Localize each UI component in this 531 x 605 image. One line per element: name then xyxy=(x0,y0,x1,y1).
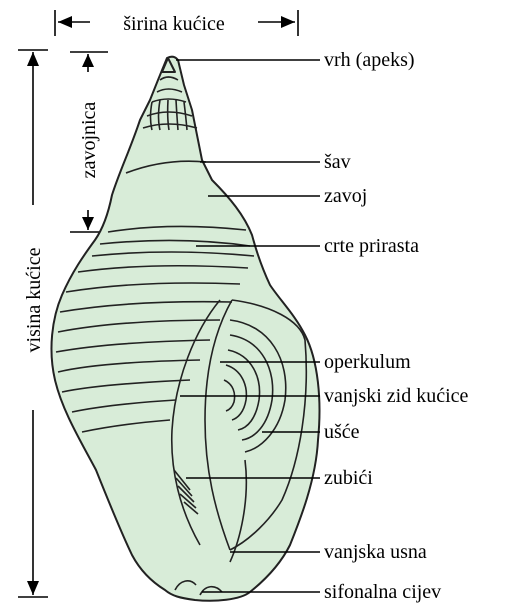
label-growth-lines: crte prirasta xyxy=(324,235,419,257)
label-suture: šav xyxy=(324,151,351,173)
width-dimension: širina kućice xyxy=(55,10,298,36)
label-outer-wall: vanjski zid kućice xyxy=(324,385,469,407)
width-label: širina kućice xyxy=(123,13,225,35)
label-siphonal-canal: sifonalna cijev xyxy=(324,581,441,603)
whorl-dimension: zavojnica xyxy=(70,52,108,232)
label-teeth: zubići xyxy=(324,467,373,489)
height-dimension: visina kućice xyxy=(18,50,48,597)
label-aperture: ušće xyxy=(324,421,360,443)
label-outer-lip: vanjska usna xyxy=(324,541,427,563)
labels: vrh (apeks) šav zavoj crte prirasta oper… xyxy=(324,49,469,603)
height-label: visina kućice xyxy=(23,247,45,352)
label-whorl: zavoj xyxy=(324,185,367,207)
label-apex: vrh (apeks) xyxy=(324,49,415,71)
whorl-label: zavojnica xyxy=(78,102,100,179)
label-operculum: operkulum xyxy=(324,351,411,373)
